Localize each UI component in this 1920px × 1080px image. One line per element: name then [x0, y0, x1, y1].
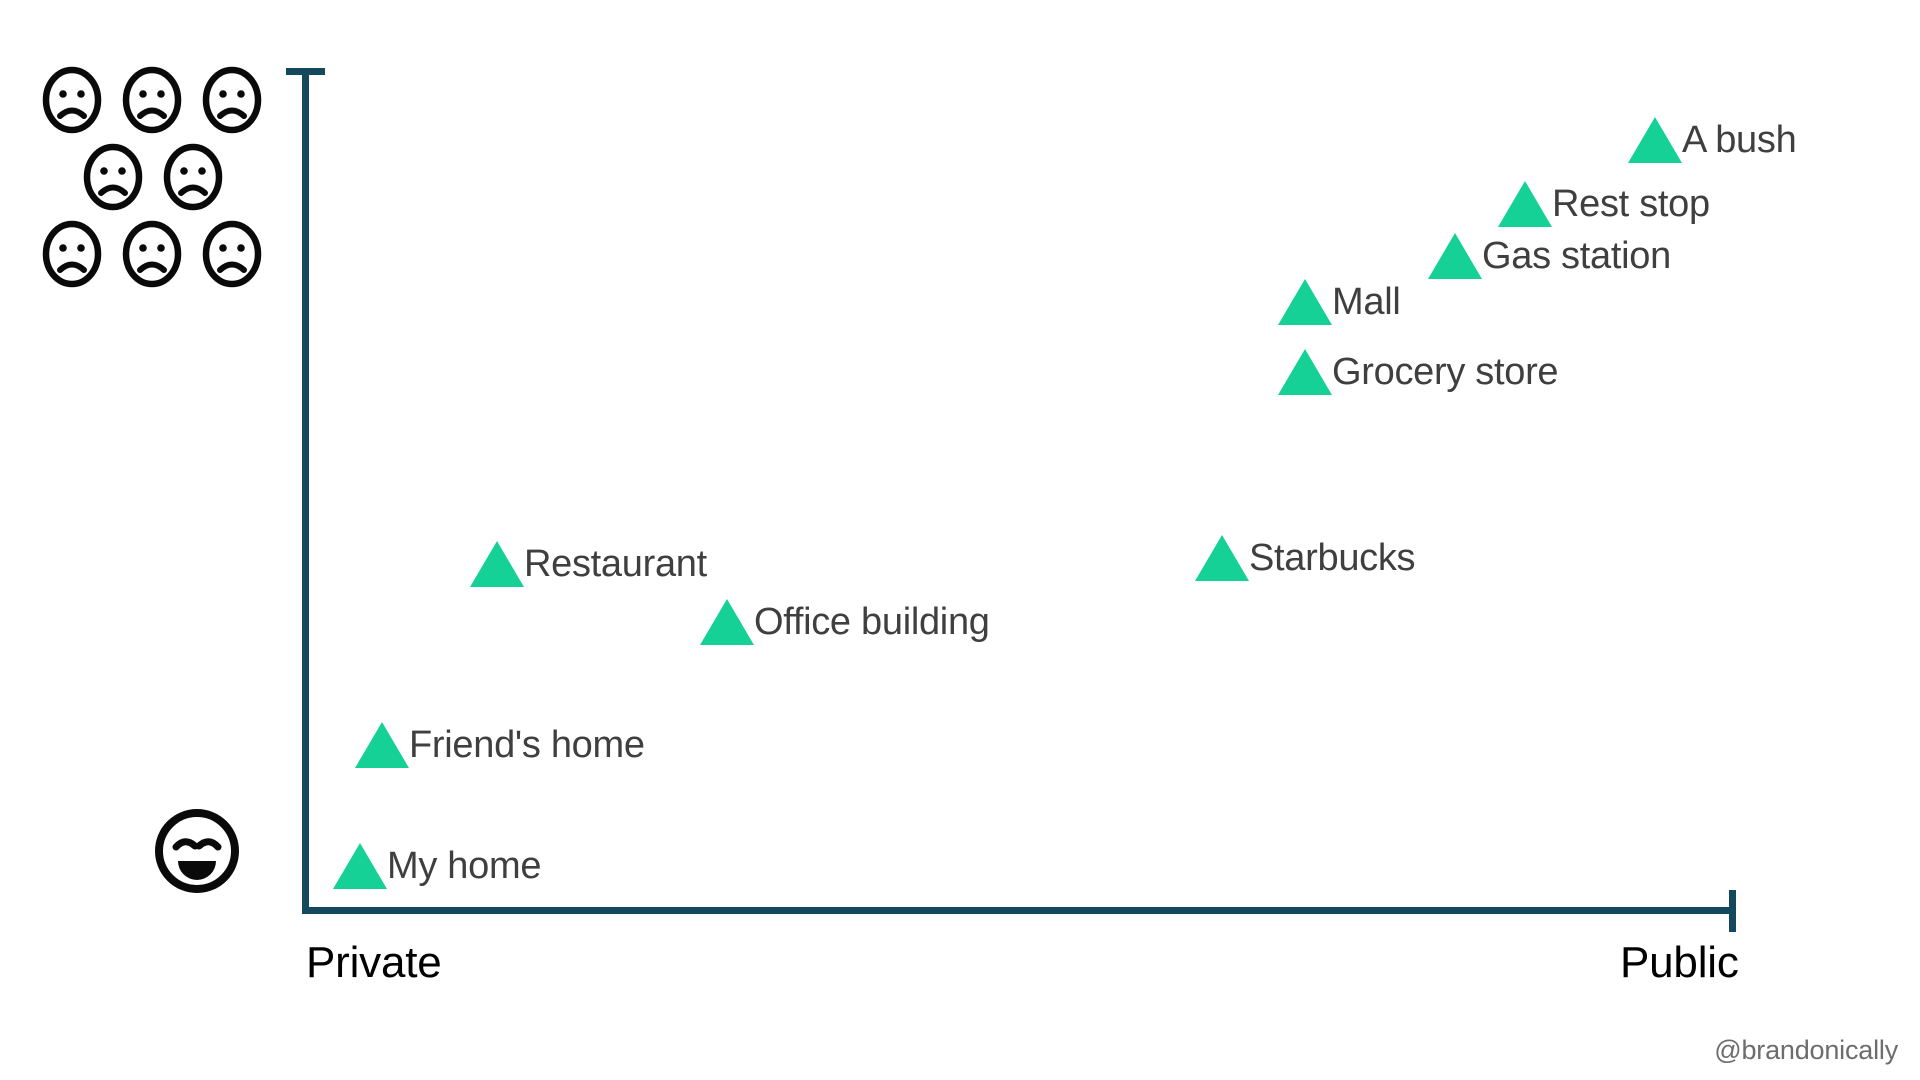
frowning-face-icon [82, 143, 144, 216]
frowning-face-icon [162, 143, 224, 216]
triangle-marker-icon [1278, 349, 1332, 395]
data-point-label: Friend's home [409, 724, 645, 766]
data-point-label: Restaurant [524, 543, 707, 585]
triangle-marker-icon [1428, 233, 1482, 279]
x-axis-label-private: Private [306, 938, 442, 987]
data-point[interactable]: Restaurant [470, 541, 707, 587]
data-point[interactable]: A bush [1628, 117, 1797, 163]
data-point[interactable]: Office building [700, 599, 990, 645]
data-point[interactable]: My home [333, 843, 541, 889]
frowning-face-icon [41, 66, 103, 139]
triangle-marker-icon [355, 722, 409, 768]
frowning-face-icon [41, 220, 103, 293]
data-point-label: Rest stop [1552, 183, 1710, 225]
data-point[interactable]: Rest stop [1498, 181, 1710, 227]
smiling-face-icon [152, 806, 242, 901]
frowning-face-icon [201, 66, 263, 139]
x-axis-line [302, 907, 1736, 914]
triangle-marker-icon [1278, 279, 1332, 325]
y-axis-line [302, 68, 309, 914]
data-point-label: Grocery store [1332, 351, 1559, 393]
data-point-label: Office building [754, 601, 990, 643]
x-axis-end-tick [1729, 890, 1736, 932]
data-point-label: My home [387, 845, 542, 887]
data-point[interactable]: Friend's home [355, 722, 645, 768]
x-axis-label-public: Public [1620, 938, 1739, 987]
triangle-marker-icon [700, 599, 754, 645]
triangle-marker-icon [1628, 117, 1682, 163]
data-point-label: Gas station [1482, 235, 1671, 277]
data-point-label: A bush [1682, 119, 1797, 161]
data-point[interactable]: Starbucks [1195, 535, 1416, 581]
frowning-face-icon [201, 220, 263, 293]
data-point[interactable]: Grocery store [1278, 349, 1559, 395]
data-point[interactable]: Mall [1278, 279, 1401, 325]
triangle-marker-icon [333, 843, 387, 889]
triangle-marker-icon [1498, 181, 1552, 227]
data-point[interactable]: Gas station [1428, 233, 1671, 279]
triangle-marker-icon [1195, 535, 1249, 581]
frowning-face-icon [121, 220, 183, 293]
frowning-face-icon [121, 66, 183, 139]
data-point-label: Mall [1332, 281, 1401, 323]
watermark-handle: @brandonically [1714, 1035, 1898, 1065]
triangle-marker-icon [470, 541, 524, 587]
data-point-label: Starbucks [1249, 537, 1416, 579]
